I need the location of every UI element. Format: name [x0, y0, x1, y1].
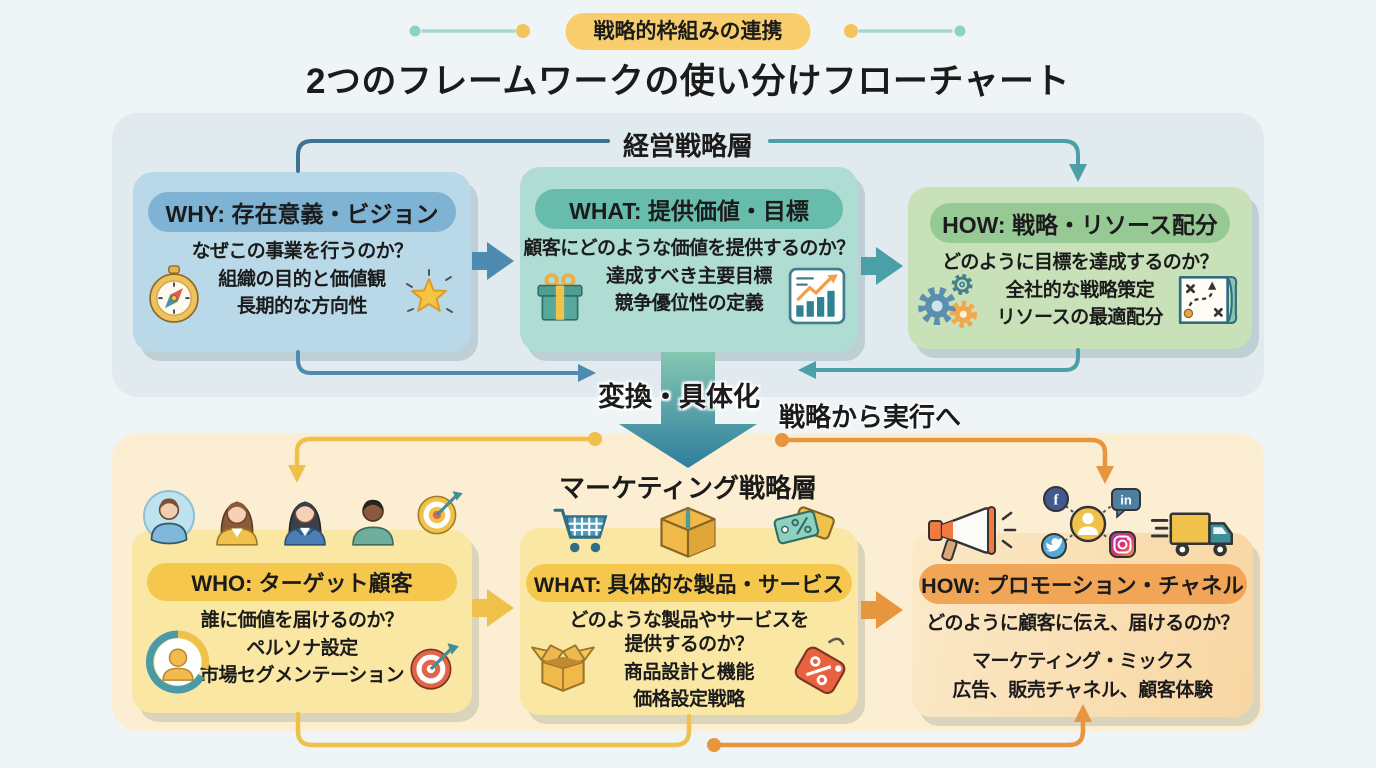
businesswoman-avatar-icon [284, 501, 326, 546]
badge-decoration-left [409, 24, 530, 38]
page-title: 2つのフレームワークの使い分けフローチャート [305, 62, 1071, 101]
why-card: WHY: 存在意義・ビジョン なぜこの事業を行うのか？ 組織の目的と価値観 長期… [133, 172, 471, 352]
svg-text:in: in [1120, 493, 1132, 508]
compass-icon [149, 265, 199, 323]
person-avatar-icon [143, 490, 195, 545]
megaphone-icon [928, 506, 1017, 562]
target-avatar-icon [417, 491, 463, 535]
why-card-header: WHY: 存在意義・ビジョン [148, 192, 456, 232]
tags-icon [773, 506, 835, 545]
cart-icon [553, 508, 608, 553]
gears-icon [918, 274, 978, 329]
woman-avatar-icon [216, 501, 258, 546]
strategy-map-icon [1178, 275, 1238, 325]
truck-icon [1150, 512, 1233, 557]
who-card: WHO: ターゲット顧客 誰に価値を届けるのか？ ペルソナ設定 市場セグメンテー… [132, 530, 472, 713]
persona-icon [146, 630, 210, 694]
how2-card: HOW: プロモーション・チャネル どのように顧客に伝え、届けるのか？ マーケテ… [912, 533, 1253, 717]
price-tag-icon [794, 637, 846, 695]
how-card-header: HOW: 戦略・リソース配分 [930, 203, 1230, 243]
marketing-strategy-layer-label: マーケティング戦略層 [559, 473, 817, 503]
transform-label: 変換・具体化 [598, 382, 760, 412]
why-card-detail: 組織の目的と価値観 長期的な方向性 [218, 269, 386, 318]
how2-card-detail: マーケティング・ミックス 広告、販売チャネル、顧客体験 [952, 651, 1213, 701]
badge-decoration-right [844, 24, 966, 38]
target-icon [410, 643, 459, 690]
execute-label: 戦略から実行へ [779, 402, 962, 432]
what2-card: WHAT: 具体的な製品・サービス どのような製品やサービスを 提供するのか？ … [520, 528, 858, 715]
what-card: WHAT: 提供価値・目標 顧客にどのような価値を提供するのか？ 達成すべき主要… [520, 167, 858, 352]
open-box-icon [531, 644, 595, 692]
package-icon [660, 506, 716, 558]
how-card-question: どのように目標を達成するのか？ [941, 252, 1219, 273]
why-card-question: なぜこの事業を行うのか？ [191, 241, 413, 262]
what-card-detail: 達成すべき主要目標 競争優位性の定義 [605, 266, 773, 315]
who-card-question: 誰に価値を届けるのか？ [200, 610, 404, 631]
who-card-header: WHO: ターゲット顧客 [147, 563, 457, 601]
how2-card-header: HOW: プロモーション・チャネル [918, 564, 1247, 604]
header-badge: 戦略的枠組みの連携 [565, 13, 811, 50]
growth-chart-icon [788, 267, 846, 325]
bottom-orange-dot [707, 738, 721, 752]
how-card-detail: 全社的な戦略策定 リソースの最適配分 [996, 280, 1164, 329]
what-card-header: WHAT: 提供価値・目標 [535, 189, 843, 229]
how2-card-question: どのように顧客に伝え、届けるのか？ [926, 613, 1239, 634]
star-icon [406, 269, 453, 313]
management-strategy-layer-label: 経営戦略層 [622, 131, 753, 161]
what2-card-detail: 商品設計と機能 価格設定戦略 [623, 661, 755, 710]
social-network-icon: f in [1041, 486, 1141, 559]
customer-avatars-group [138, 486, 468, 546]
what2-card-header: WHAT: 具体的な製品・サービス [526, 564, 852, 602]
what-card-question: 顧客にどのような価値を提供するのか？ [523, 238, 855, 259]
who-card-detail: ペルソナ設定 市場セグメンテーション [199, 638, 405, 687]
man-avatar-icon [352, 499, 394, 546]
gift-icon [537, 273, 583, 321]
svg-text:f: f [1054, 493, 1060, 509]
how-card: HOW: 戦略・リソース配分 どのように目標を達成するのか？ 全社的な戦略策定 … [908, 187, 1252, 349]
what2-card-question: どのような製品やサービスを 提供するのか？ [569, 610, 809, 656]
